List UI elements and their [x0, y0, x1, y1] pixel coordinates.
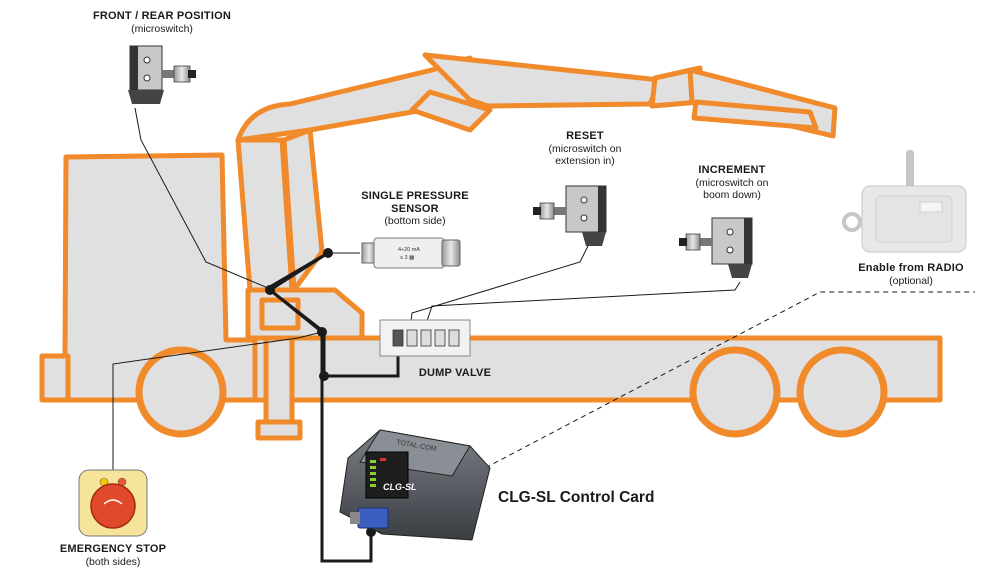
pressure-sensor: 4÷20 mA ≤ 3 ▩: [361, 237, 461, 269]
increment-sub-1: (microswitch on: [695, 176, 769, 189]
harness-valve: [324, 352, 400, 378]
dump-valve: [379, 319, 471, 357]
radio-label: Enable from RADIO (optional): [836, 262, 986, 287]
boom-link: [409, 89, 493, 133]
front-wheel: [135, 346, 227, 438]
jib-lower: [691, 99, 819, 131]
boom-extension: [422, 52, 663, 109]
increment-label: INCREMENT (microswitch on boom down): [672, 164, 792, 201]
rear-wheel-2: [796, 346, 888, 438]
front-rear-label: FRONT / REAR POSITION (microswitch): [62, 10, 262, 35]
pressure-sub: (bottom side): [384, 215, 446, 228]
sensor-spec-line2: ≤ 3 ▩: [400, 255, 415, 261]
control-card: TOTAL-COM CLG-SL: [339, 429, 491, 541]
reset-label: RESET (microswitch on extension in): [525, 130, 645, 167]
rear-wheel-1: [689, 346, 781, 438]
wire-emergency: [112, 331, 323, 470]
pressure-sensor-label: SINGLE PRESSURE SENSOR (bottom side): [340, 190, 490, 227]
emergency-sub: (both sides): [85, 555, 141, 568]
wheels: [135, 346, 888, 438]
dump-valve-label: DUMP VALVE: [400, 367, 510, 380]
wire-junctions: [265, 248, 376, 537]
reset-title: RESET: [566, 130, 604, 142]
emergency-title: EMERGENCY STOP: [59, 543, 167, 555]
front-rear-microswitch: [128, 45, 196, 104]
wire-front-rear: [134, 107, 269, 289]
card-logo: CLG-SL: [383, 482, 417, 492]
radio-link: [389, 291, 975, 519]
front-rear-sub: (microswitch): [131, 22, 193, 35]
sensor-spec-line1: 4÷20 mA: [398, 247, 420, 253]
harness-mid: [267, 251, 329, 290]
pressure-title-1: SINGLE PRESSURE: [361, 190, 469, 202]
emergency-label: EMERGENCY STOP (both sides): [40, 543, 186, 568]
increment-title: INCREMENT: [698, 164, 766, 176]
radio-sub: (optional): [889, 274, 933, 287]
wiring: [112, 107, 975, 563]
truck-bumper: [39, 353, 71, 403]
reset-microswitch: [533, 185, 607, 246]
harness-sensor: [269, 288, 323, 334]
radio-remote: [842, 150, 967, 253]
crane-base-window: [259, 297, 301, 331]
front-rear-title: FRONT / REAR POSITION: [92, 10, 232, 22]
outrigger-foot: [255, 419, 303, 441]
control-card-label: CLG-SL Control Card: [498, 489, 655, 506]
increment-sub-2: boom down): [703, 188, 761, 201]
emergency-stop: [78, 469, 148, 537]
reset-sub-1: (microswitch on: [548, 142, 622, 155]
wire-increment: [423, 281, 741, 331]
harness-card: [320, 332, 373, 563]
dump-valve-title: DUMP VALVE: [418, 367, 492, 379]
pressure-title-2: SENSOR: [391, 202, 439, 215]
reset-sub-2: extension in): [555, 154, 615, 167]
outrigger-leg: [263, 335, 295, 427]
increment-microswitch: [679, 217, 753, 278]
radio-title: Enable from RADIO: [858, 262, 964, 274]
